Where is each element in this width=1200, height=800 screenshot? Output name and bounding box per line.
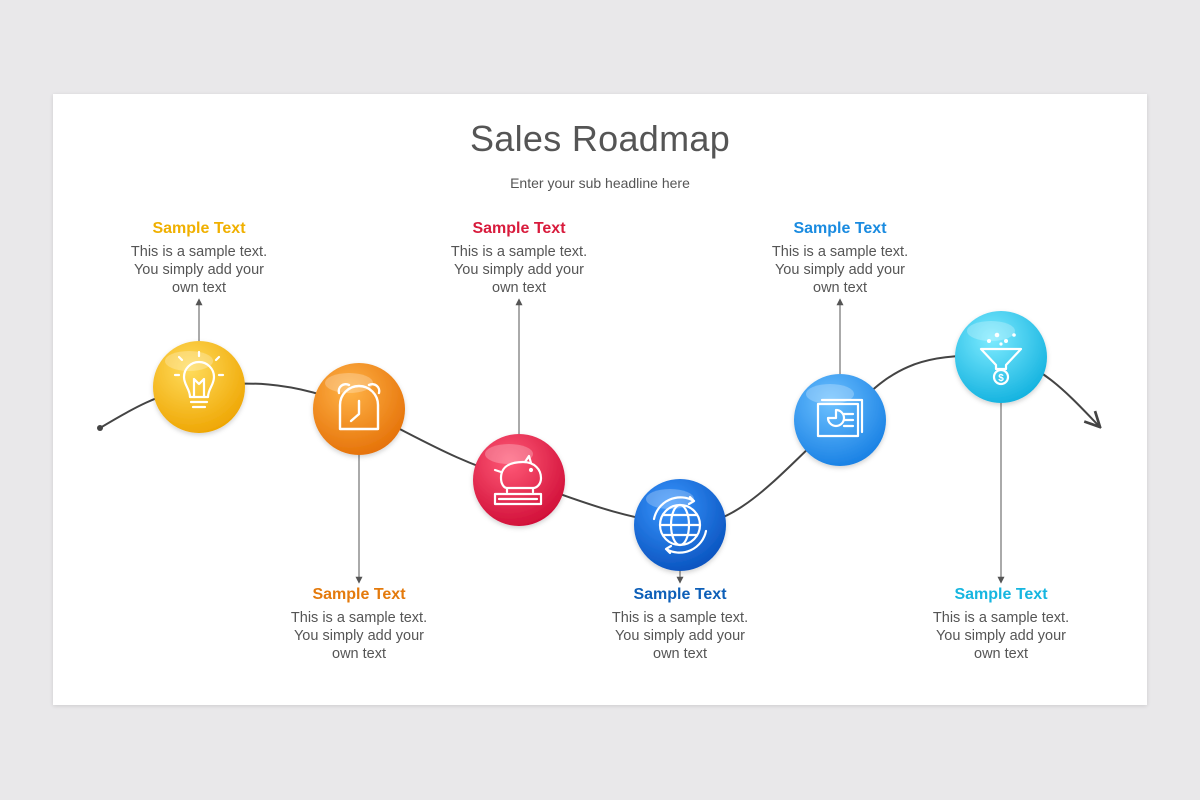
step-5-circle <box>794 374 886 466</box>
page-subtitle: Enter your sub headline here <box>510 175 690 191</box>
step-1-title: Sample Text <box>152 220 246 237</box>
step-3-label: Sample Text This is a sample text. You s… <box>419 219 619 297</box>
step-1-circle <box>153 341 245 433</box>
step-4-description: This is a sample text. You simply add yo… <box>611 610 749 662</box>
step-6-circle: $ <box>955 311 1047 403</box>
step-2-title: Sample Text <box>312 586 406 603</box>
step-1-label: Sample Text This is a sample text. You s… <box>99 219 299 297</box>
presentation-icon <box>816 398 864 438</box>
lightbulb-icon <box>173 350 225 409</box>
alarm-clock-icon <box>337 383 381 431</box>
step-1-description: This is a sample text. You simply add yo… <box>130 244 268 296</box>
step-4-label: Sample Text This is a sample text. You s… <box>580 585 780 663</box>
page-title: Sales Roadmap <box>469 118 731 159</box>
step-5-description: This is a sample text. You simply add yo… <box>771 244 909 296</box>
roadmap-path <box>97 354 1099 527</box>
step-6-label: Sample Text This is a sample text. You s… <box>901 585 1101 663</box>
piggy-bank-icon <box>493 454 543 506</box>
connector-arrows <box>195 298 1005 584</box>
funnel-icon: $ <box>979 332 1023 386</box>
step-5-title: Sample Text <box>793 220 887 237</box>
step-3-circle <box>473 434 565 526</box>
svg-text:$: $ <box>998 373 1004 384</box>
step-2-label: Sample Text This is a sample text. You s… <box>259 585 459 663</box>
globe-icon <box>652 495 708 555</box>
step-5-label: Sample Text This is a sample text. You s… <box>740 219 940 297</box>
step-3-title: Sample Text <box>472 220 566 237</box>
step-6-title: Sample Text <box>954 586 1048 603</box>
step-4-title: Sample Text <box>633 586 727 603</box>
step-2-circle <box>313 363 405 455</box>
step-4-circle <box>634 479 726 571</box>
step-2-description: This is a sample text. You simply add yo… <box>290 610 428 662</box>
step-3-description: This is a sample text. You simply add yo… <box>450 244 588 296</box>
step-6-description: This is a sample text. You simply add yo… <box>932 610 1070 662</box>
